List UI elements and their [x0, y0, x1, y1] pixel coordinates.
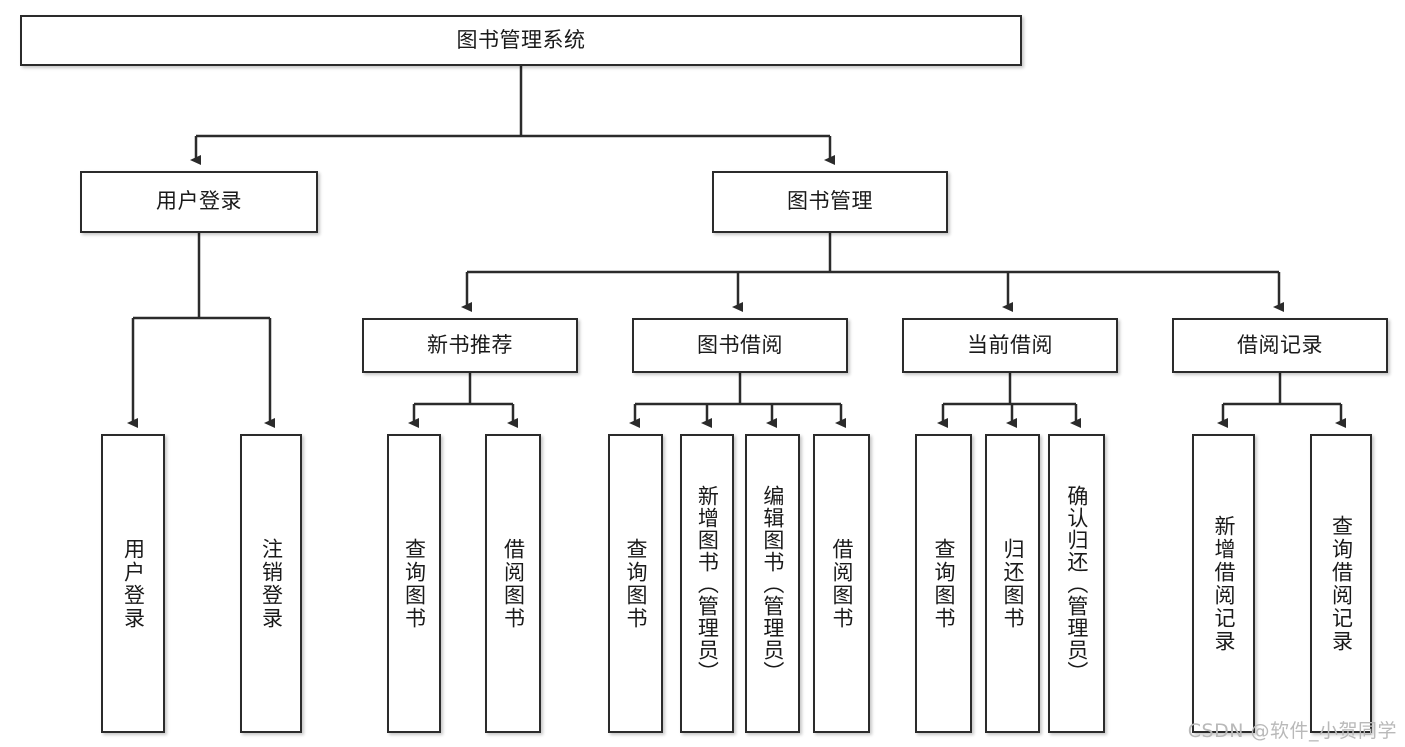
- node-root-label: 图书管理系统: [456, 27, 586, 52]
- node-book-borrow[interactable]: 图书借阅: [632, 318, 848, 373]
- node-leaf-user-login[interactable]: 用户登录: [101, 434, 165, 733]
- node-leaf-add-record-label: 新增借阅记录: [1211, 514, 1236, 653]
- node-leaf-query-book-2[interactable]: 查询图书: [608, 434, 663, 733]
- node-borrow-record[interactable]: 借阅记录: [1172, 318, 1388, 373]
- node-leaf-query-book-3[interactable]: 查询图书: [915, 434, 972, 733]
- node-leaf-borrow-book-1-label: 借阅图书: [501, 537, 526, 630]
- node-leaf-edit-book-label: 编辑图书（管理员）: [760, 484, 785, 683]
- node-leaf-add-book-label: 新增图书（管理员）: [695, 484, 720, 683]
- node-book-manage[interactable]: 图书管理: [712, 171, 948, 233]
- node-current-borrow-label: 当前借阅: [967, 332, 1053, 357]
- node-leaf-user-logout-label: 注销登录: [259, 537, 284, 630]
- node-leaf-confirm-return-label: 确认归还（管理员）: [1064, 484, 1089, 683]
- node-leaf-query-record-label: 查询借阅记录: [1329, 514, 1354, 653]
- node-leaf-borrow-book-2[interactable]: 借阅图书: [813, 434, 870, 733]
- node-book-borrow-label: 图书借阅: [697, 332, 783, 357]
- node-leaf-add-book[interactable]: 新增图书（管理员）: [680, 434, 734, 733]
- node-leaf-query-book-1[interactable]: 查询图书: [387, 434, 441, 733]
- node-borrow-record-label: 借阅记录: [1237, 332, 1323, 357]
- node-user-login-label: 用户登录: [156, 189, 242, 214]
- node-new-book-recommend-label: 新书推荐: [427, 332, 513, 357]
- node-leaf-query-book-3-label: 查询图书: [931, 537, 956, 630]
- node-leaf-user-logout[interactable]: 注销登录: [240, 434, 302, 733]
- node-leaf-return-book[interactable]: 归还图书: [985, 434, 1040, 733]
- node-leaf-borrow-book-1[interactable]: 借阅图书: [485, 434, 541, 733]
- watermark: CSDN @软件_小贺同学: [1187, 720, 1397, 742]
- node-leaf-query-book-2-label: 查询图书: [623, 537, 648, 630]
- node-user-login[interactable]: 用户登录: [80, 171, 318, 233]
- node-leaf-return-book-label: 归还图书: [1000, 537, 1025, 630]
- node-leaf-borrow-book-2-label: 借阅图书: [829, 537, 854, 630]
- node-leaf-add-record[interactable]: 新增借阅记录: [1192, 434, 1255, 733]
- node-leaf-query-book-1-label: 查询图书: [402, 537, 427, 630]
- node-leaf-query-record[interactable]: 查询借阅记录: [1310, 434, 1372, 733]
- node-leaf-user-login-label: 用户登录: [121, 537, 146, 630]
- node-root[interactable]: 图书管理系统: [20, 15, 1022, 66]
- node-new-book-recommend[interactable]: 新书推荐: [362, 318, 578, 373]
- node-leaf-edit-book[interactable]: 编辑图书（管理员）: [745, 434, 800, 733]
- node-current-borrow[interactable]: 当前借阅: [902, 318, 1118, 373]
- node-book-manage-label: 图书管理: [787, 189, 873, 214]
- node-leaf-confirm-return[interactable]: 确认归还（管理员）: [1048, 434, 1105, 733]
